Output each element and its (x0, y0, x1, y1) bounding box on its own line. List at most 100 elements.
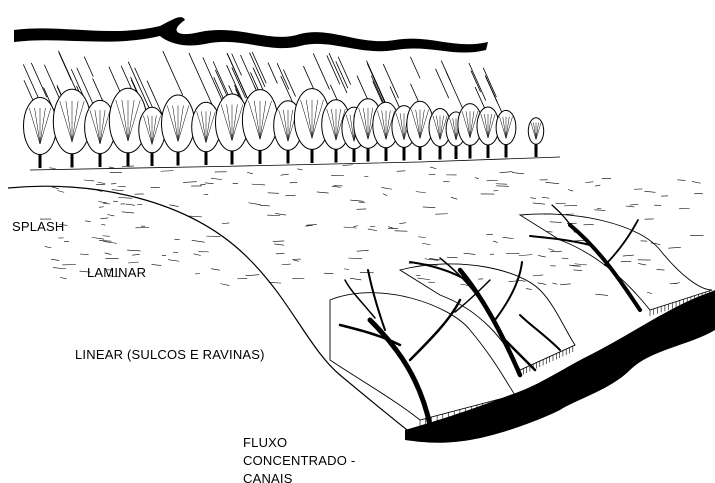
rain-streak (232, 54, 242, 76)
hatch-mark (430, 167, 436, 169)
hatch-mark (568, 189, 573, 191)
hatch-mark (418, 278, 431, 280)
hatch-mark (152, 264, 162, 265)
hatch-mark (548, 249, 554, 251)
rain-streak (446, 71, 463, 108)
hatch-mark (194, 254, 201, 256)
hatch-mark (447, 257, 458, 258)
rain-streak (59, 53, 71, 80)
hatch-mark (84, 180, 94, 181)
hatch-mark (573, 270, 582, 271)
hatch-mark (49, 168, 55, 169)
label-fluxo-line3: CANAIS (243, 470, 355, 483)
hatch-mark (109, 167, 115, 168)
hatch-mark (281, 174, 289, 175)
hatch-mark (98, 202, 106, 203)
hatch-mark (451, 197, 457, 199)
hatch-mark (644, 191, 655, 192)
hatch-mark (418, 237, 425, 238)
hatch-mark (80, 254, 89, 255)
hatch-mark (107, 215, 114, 216)
hatch-mark (51, 259, 59, 260)
rain-streak (383, 64, 398, 98)
hatch-mark (422, 243, 430, 245)
label-laminar: LAMINAR (87, 264, 146, 282)
hatch-mark (275, 213, 286, 215)
hatch-mark (343, 165, 353, 166)
hatch-mark (500, 172, 513, 173)
hatch-mark (274, 244, 284, 245)
hatch-mark (512, 173, 524, 174)
hatch-mark (349, 258, 363, 259)
hatch-mark (92, 237, 104, 239)
hatch-mark (324, 273, 334, 274)
hatch-mark (118, 197, 132, 198)
hatch-mark (267, 215, 280, 216)
rain-streak (250, 53, 265, 87)
hatch-mark (317, 192, 329, 193)
hatch-mark (359, 202, 365, 203)
terrace-block-2 (400, 264, 575, 370)
hatch-mark (575, 264, 587, 265)
hatch-mark (189, 216, 202, 217)
hatch-mark (530, 198, 535, 199)
rain-streak (189, 53, 214, 108)
hatch-mark (297, 169, 302, 170)
hatch-mark (542, 197, 549, 198)
hatch-mark (132, 254, 139, 255)
hatch-mark (519, 255, 533, 256)
hatch-mark (670, 283, 678, 284)
hatch-mark (205, 183, 214, 184)
hatch-mark (399, 223, 406, 224)
hatch-mark (103, 203, 110, 204)
hatch-mark (353, 226, 358, 227)
tree-line (24, 88, 544, 168)
label-fluxo-line1: FLUXO (243, 434, 355, 452)
hatch-mark (112, 190, 124, 191)
hatch-mark (423, 207, 436, 208)
hatch-mark (127, 250, 141, 251)
hatch-mark (503, 237, 514, 238)
hatch-mark (496, 186, 509, 187)
hatch-mark (562, 258, 569, 259)
hatch-mark (595, 185, 600, 186)
hatch-mark (623, 255, 634, 256)
rain-streak (252, 52, 266, 83)
hatch-mark (626, 206, 635, 207)
hatch-mark (350, 278, 361, 280)
hatch-mark (45, 246, 52, 247)
hatch-mark (533, 275, 544, 276)
rain-streak (31, 63, 46, 97)
hatch-mark (103, 236, 110, 237)
hatch-mark (545, 182, 559, 183)
hatch-mark (161, 171, 174, 172)
hatch-mark (585, 182, 593, 183)
hatch-mark (122, 212, 134, 213)
hatch-mark (192, 240, 205, 242)
hatch-mark (638, 263, 646, 265)
hatch-mark (475, 178, 479, 179)
rain-streak (163, 51, 183, 95)
hatch-mark (211, 269, 220, 270)
hatch-mark (656, 269, 664, 270)
hatch-mark (99, 240, 111, 241)
hatch-mark (211, 178, 222, 179)
hatch-mark (53, 268, 66, 269)
hatch-mark (416, 192, 426, 193)
hatch-mark (487, 180, 498, 181)
hatch-mark (494, 190, 499, 191)
hatch-mark (464, 253, 476, 254)
hatch-mark (260, 205, 270, 206)
hatch-mark (97, 182, 105, 184)
hatch-mark (282, 264, 291, 265)
rain-streak (483, 68, 496, 97)
hatch-mark (128, 262, 139, 263)
hatch-mark (168, 260, 179, 262)
hatch-mark (553, 283, 558, 284)
hatch-mark (397, 171, 406, 172)
rain-streak (327, 55, 340, 84)
hatch-mark (368, 229, 377, 231)
hatch-mark (85, 221, 91, 222)
hatch-mark (306, 225, 316, 226)
label-fluxo-line2: CONCENTRADO - (243, 452, 355, 470)
